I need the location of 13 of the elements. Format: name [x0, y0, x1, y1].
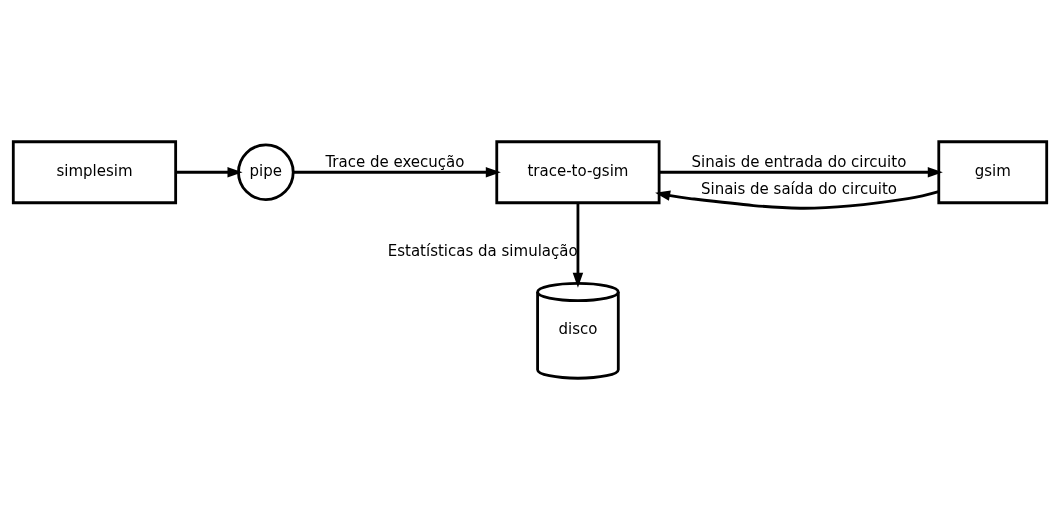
arrow [659, 167, 943, 178]
arrow [175, 167, 243, 178]
arrow [572, 203, 584, 288]
arrow [293, 167, 501, 178]
node-box: gsim [937, 140, 1049, 205]
node-box: trace-to-gsim [495, 140, 661, 205]
node-circle: pipe [237, 143, 295, 202]
arrow [655, 190, 939, 210]
edge-label: Estatísticas da simulação [387, 241, 578, 260]
node-box: simplesim [11, 140, 178, 205]
edge-label: Sinais de entrada do circuito [691, 153, 907, 172]
edge-label: Sinais de saída do circuito [700, 179, 897, 198]
edge-label: Trace de execução [325, 153, 465, 172]
